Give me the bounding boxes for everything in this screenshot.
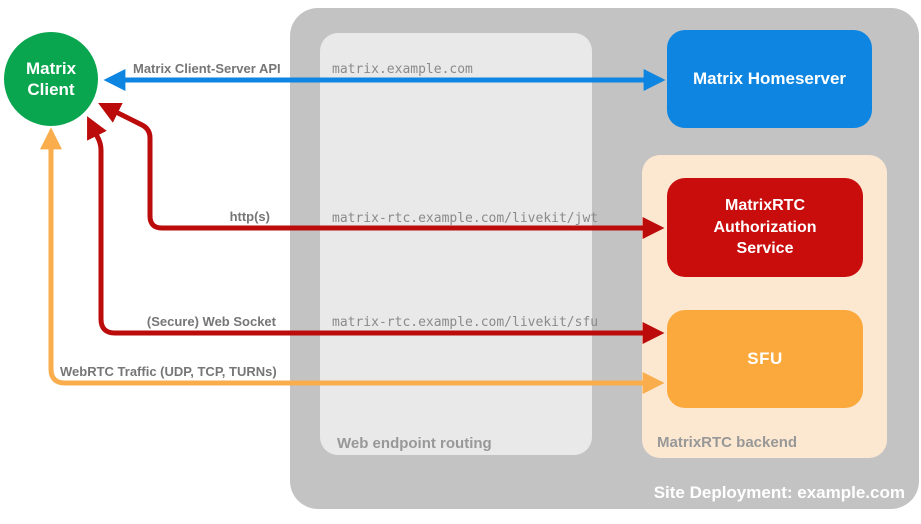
web-endpoint-routing-container [320,33,592,455]
matrix-homeserver-node: Matrix Homeserver [667,30,872,128]
sfu-node: SFU [667,310,863,408]
websocket-label: (Secure) Web Socket [146,314,276,329]
web-endpoint-routing-label: Web endpoint routing [337,435,492,452]
endpoint-livekit-jwt: matrix-rtc.example.com/livekit/jwt [332,211,599,226]
site-deployment-label: Site Deployment: example.com [653,483,905,502]
matrixrtc-backend-label: MatrixRTC backend [657,434,798,451]
endpoint-livekit-sfu: matrix-rtc.example.com/livekit/sfu [332,315,599,330]
client-server-api-label: Matrix Client-Server API [133,61,281,76]
matrix-client-label: Matrix Client [25,58,77,99]
https-label: http(s) [229,209,270,224]
webrtc-traffic-label: WebRTC Traffic (UDP, TCP, TURNs) [60,364,277,379]
endpoint-matrix-example-com: matrix.example.com [332,62,473,77]
sfu-label: SFU [747,349,783,368]
matrix-homeserver-label: Matrix Homeserver [692,69,847,88]
matrix-client-node: Matrix Client [4,32,98,126]
matrixrtc-authorization-service-node: MatrixRTC Authorization Service [667,178,863,277]
matrixrtc-authorization-service-label: MatrixRTC Authorization Service [713,197,817,258]
